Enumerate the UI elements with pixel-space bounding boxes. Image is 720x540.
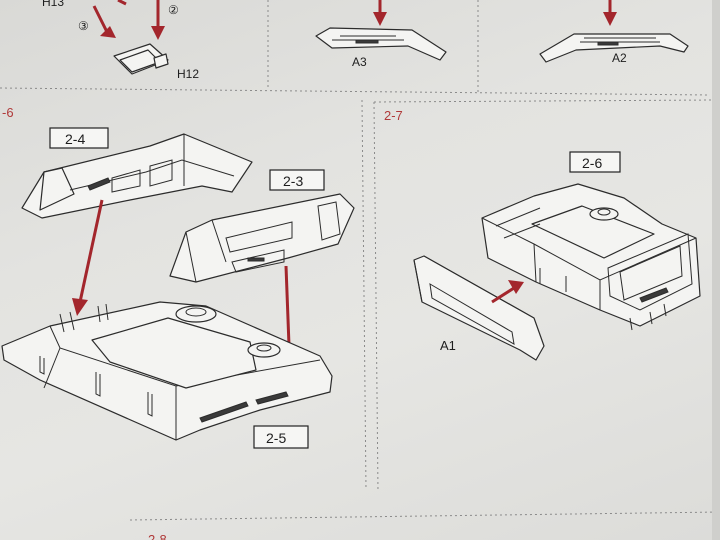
top-left-panel: H13 ③ ② H12 xyxy=(42,0,199,81)
part-a2-label: A2 xyxy=(612,51,627,65)
part-2-6-box xyxy=(569,151,621,173)
step-3-marker: ③ xyxy=(78,19,89,33)
assembly-arrow xyxy=(92,5,110,35)
assembly-arrow xyxy=(491,286,515,304)
part-2-6-drawing xyxy=(481,183,701,331)
part-a2-drawing xyxy=(539,33,689,63)
part-2-5-label: 2-5 xyxy=(266,430,286,446)
part-2-3-label: 2-3 xyxy=(283,173,303,189)
part-h13-label: H13 xyxy=(42,0,64,9)
part-h12-label: H12 xyxy=(177,67,199,81)
step-2-8-title: 2-8 xyxy=(148,532,167,540)
part-2-3-drawing xyxy=(169,193,355,283)
assembly-arrow xyxy=(78,199,104,303)
part-2-5-box xyxy=(253,425,309,449)
top-middle-panel: A3 xyxy=(315,0,447,69)
top-right-panel: A2 xyxy=(539,0,689,65)
arrowhead xyxy=(151,26,165,40)
step-2-6-title: -6 xyxy=(2,105,14,120)
step-2-7-panel: 2-7 2-6 A1 xyxy=(384,108,701,361)
arrowhead xyxy=(72,298,88,316)
part-2-5-drawing xyxy=(1,301,333,441)
step-2-6-panel: -6 2-4 2-3 xyxy=(1,105,355,449)
part-h12-drawing xyxy=(113,43,169,75)
page-edge xyxy=(712,0,720,540)
part-a3-label: A3 xyxy=(352,55,367,69)
step-2-7-title: 2-7 xyxy=(384,108,403,123)
part-2-6-label: 2-6 xyxy=(582,155,602,171)
part-a3-drawing xyxy=(315,27,447,61)
arrowhead xyxy=(603,12,617,26)
part-a1-label: A1 xyxy=(440,338,456,353)
part-2-3-box xyxy=(269,169,325,191)
part-2-4-drawing xyxy=(21,133,253,219)
assembly-arrow xyxy=(117,0,127,6)
part-2-4-label: 2-4 xyxy=(65,131,85,147)
arrowhead xyxy=(508,280,524,294)
part-a1-drawing xyxy=(413,255,545,361)
arrowhead xyxy=(100,26,116,38)
arrowhead xyxy=(373,12,387,26)
step-2-marker: ② xyxy=(168,3,179,17)
part-2-4-box xyxy=(49,127,109,149)
panel-dividers xyxy=(0,0,720,521)
